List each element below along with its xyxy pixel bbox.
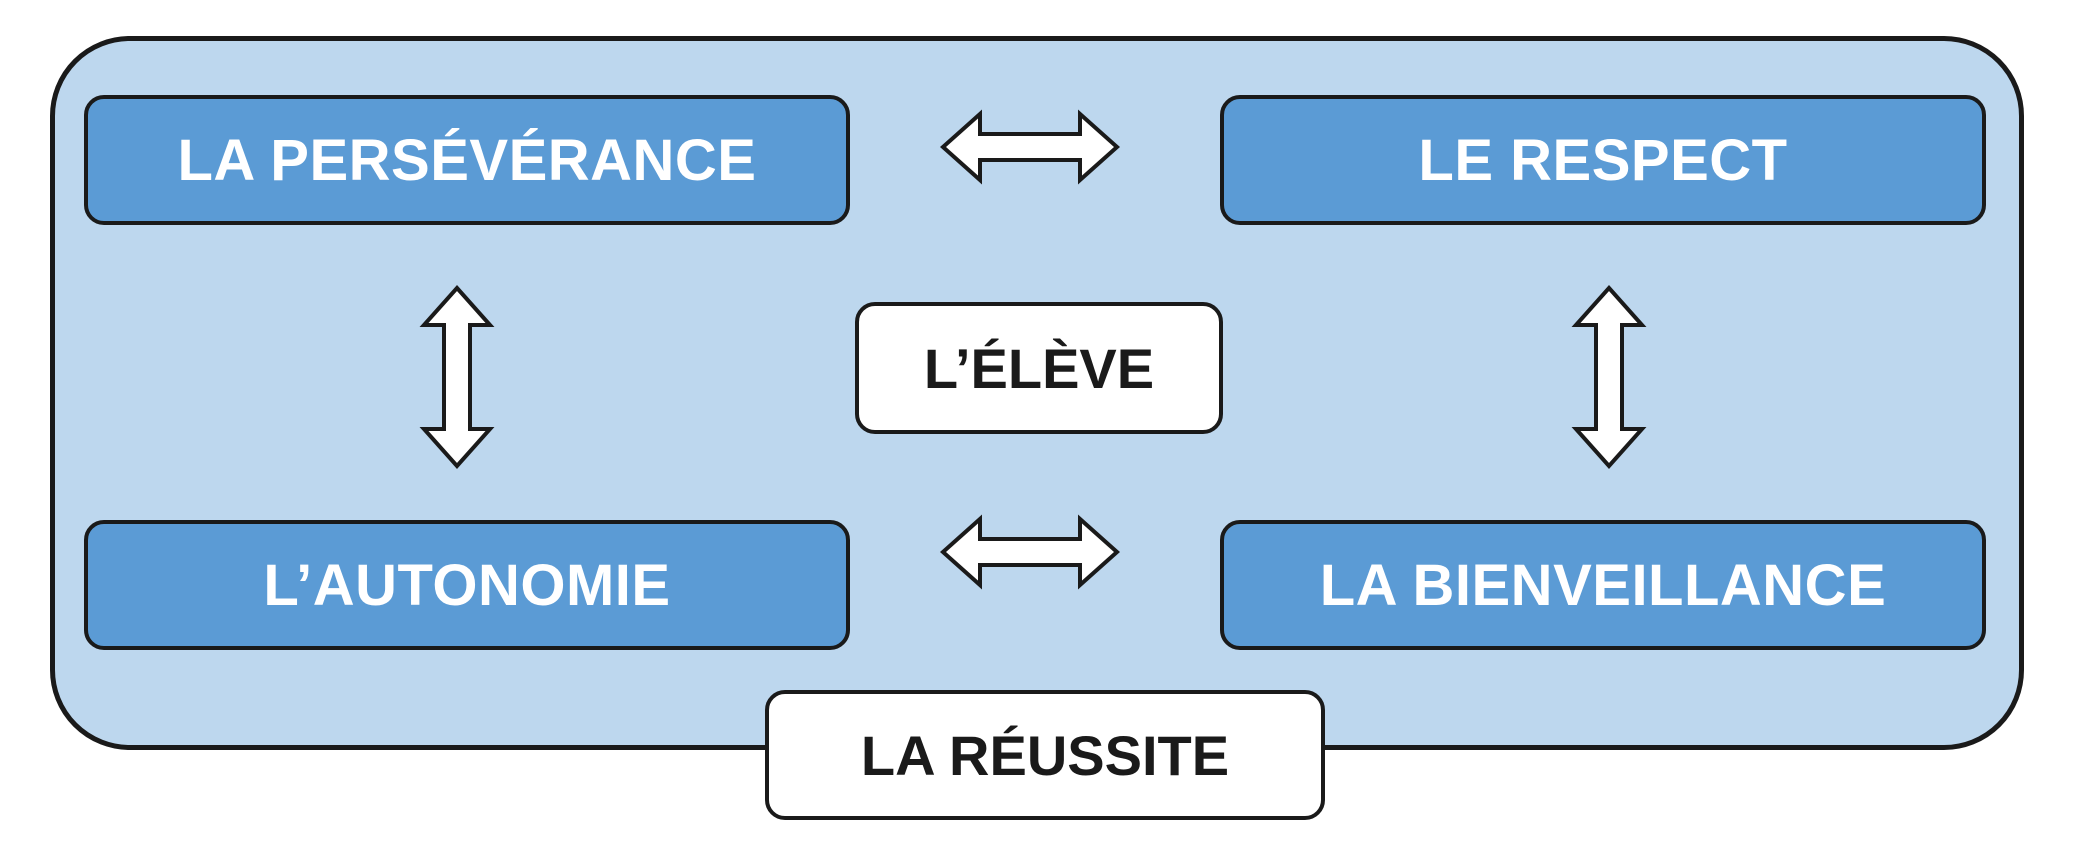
value-label-bienveillance: LA BIENVEILLANCE <box>1319 552 1887 618</box>
double-headed-arrow-horizontal-icon <box>939 514 1121 590</box>
value-label-respect: LE RESPECT <box>1418 127 1788 193</box>
value-box-perseverance: LA PERSÉVÉRANCE <box>84 95 850 225</box>
value-box-autonomie: L’AUTONOMIE <box>84 520 850 650</box>
value-box-bienveillance: LA BIENVEILLANCE <box>1220 520 1986 650</box>
value-label-autonomie: L’AUTONOMIE <box>263 552 671 618</box>
double-headed-arrow-vertical-icon <box>1571 284 1647 470</box>
value-label-perseverance: LA PERSÉVÉRANCE <box>177 127 757 193</box>
value-box-respect: LE RESPECT <box>1220 95 1986 225</box>
center-box-eleve: L’ÉLÈVE <box>855 302 1223 434</box>
center-label-eleve: L’ÉLÈVE <box>923 336 1155 400</box>
outcome-box-reussite: LA RÉUSSITE <box>765 690 1325 820</box>
outcome-label-reussite: LA RÉUSSITE <box>860 723 1230 787</box>
double-headed-arrow-horizontal-icon <box>939 109 1121 185</box>
double-headed-arrow-vertical-icon <box>419 284 495 470</box>
